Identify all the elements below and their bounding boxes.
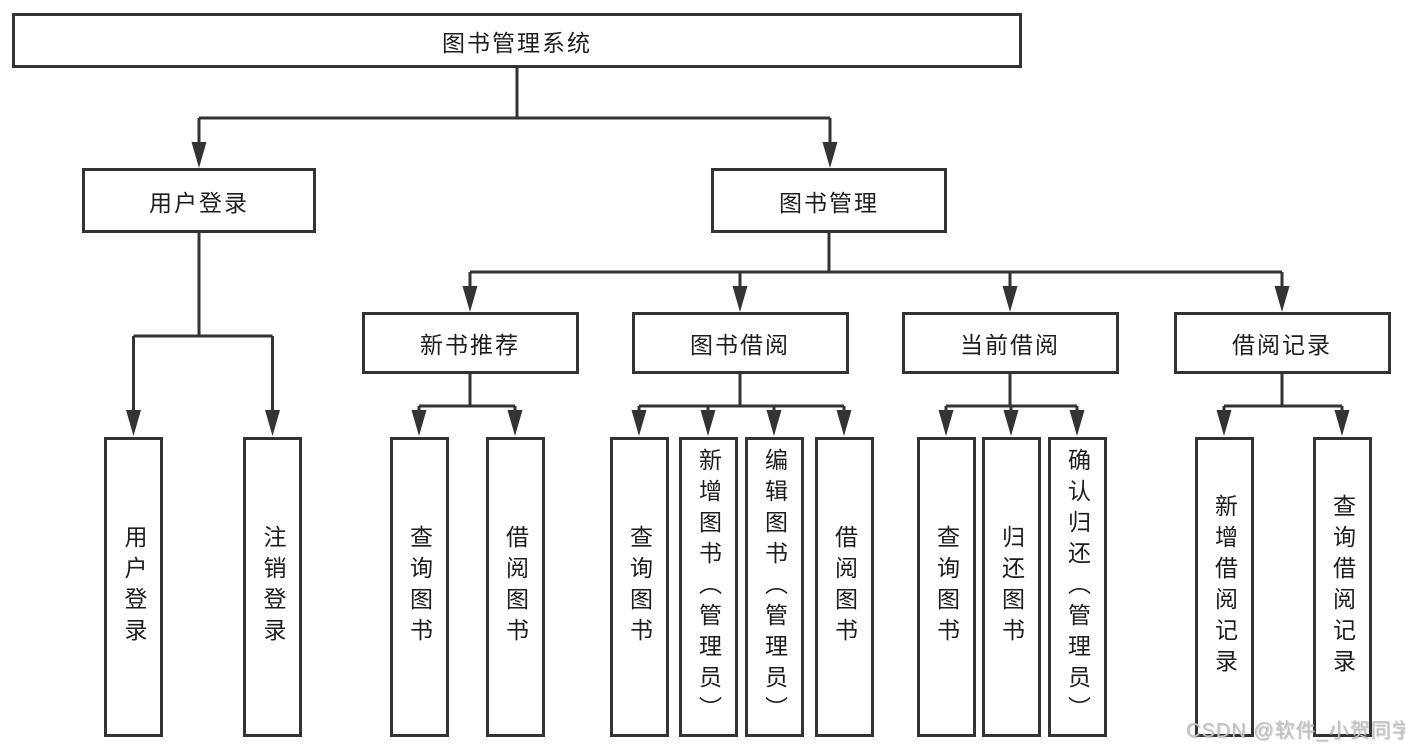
leaf-query-borrow-record: 查询借阅记录 (1312, 437, 1372, 737)
node-label: 编辑图书（管理员） (761, 447, 788, 727)
node-label: 查询图书 (406, 525, 433, 649)
node-label: 归还图书 (998, 525, 1025, 649)
node-label: 新增图书（管理员） (695, 447, 722, 727)
leaf-edit-book-admin: 编辑图书（管理员） (744, 437, 804, 737)
leaf-borrow-books: 借阅图书 (814, 437, 874, 737)
node-current-borrow: 当前借阅 (901, 312, 1119, 374)
csdn-watermark: CSDN @软件_小贺同学 (1186, 720, 1405, 742)
node-label: 查询图书 (933, 525, 960, 649)
node-label: 借阅图书 (502, 525, 529, 649)
node-root-system: 图书管理系统 (12, 13, 1022, 68)
node-label: 图书管理 (779, 189, 879, 216)
node-label: 借阅记录 (1232, 332, 1332, 358)
leaf-query-books-borrow: 查询图书 (609, 437, 669, 737)
node-borrow-records: 借阅记录 (1173, 312, 1391, 374)
leaf-add-borrow-record: 新增借阅记录 (1194, 437, 1254, 737)
leaf-borrow-books-recommend: 借阅图书 (485, 437, 545, 737)
node-label: 注销登录 (260, 525, 286, 649)
leaf-query-books-current: 查询图书 (916, 437, 976, 737)
node-label: 当前借阅 (960, 332, 1060, 358)
leaf-user-login: 用户登录 (104, 437, 163, 737)
node-book-management: 图书管理 (711, 168, 947, 233)
leaf-add-book-admin: 新增图书（管理员） (678, 437, 738, 737)
node-new-book-recommend: 新书推荐 (361, 312, 579, 374)
node-label: 用户登录 (121, 525, 147, 649)
node-label: 图书管理系统 (442, 29, 592, 56)
connector-book-borrow-children (631, 374, 852, 436)
node-label: 借阅图书 (831, 525, 858, 649)
leaf-return-books: 归还图书 (981, 437, 1041, 737)
leaf-query-books-recommend: 查询图书 (389, 437, 449, 737)
node-label: 新增借阅记录 (1211, 494, 1238, 680)
connector-root-to-level2 (191, 68, 838, 168)
leaf-confirm-return-admin: 确认归还（管理员） (1047, 437, 1107, 737)
connector-book-management-children (462, 233, 1290, 312)
node-label: 查询图书 (626, 525, 653, 649)
node-label: 查询借阅记录 (1329, 494, 1356, 680)
connector-new-book-children (411, 374, 523, 436)
connector-borrow-records-children (1216, 374, 1350, 436)
connector-user-login-children (126, 233, 280, 436)
node-label: 确认归还（管理员） (1064, 447, 1091, 727)
node-label: 图书借阅 (690, 332, 790, 358)
node-book-borrow: 图书借阅 (631, 312, 849, 374)
node-label: 用户登录 (149, 189, 249, 216)
connector-current-borrow-children (938, 374, 1085, 436)
node-label: 新书推荐 (420, 332, 520, 358)
node-user-login: 用户登录 (82, 168, 316, 233)
leaf-logout: 注销登录 (243, 437, 302, 737)
